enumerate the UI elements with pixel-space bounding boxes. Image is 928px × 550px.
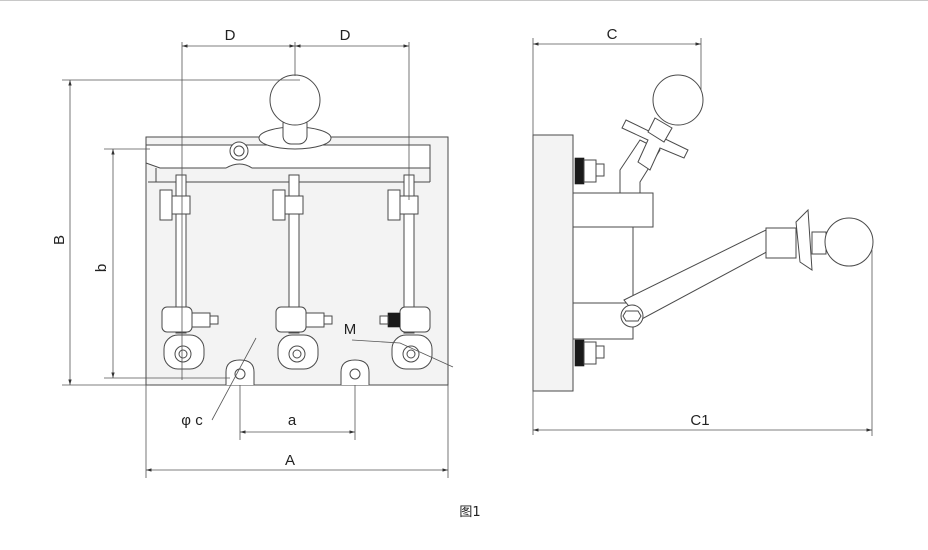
label-M: M bbox=[344, 321, 357, 338]
side-view bbox=[532, 74, 874, 392]
top-border bbox=[0, 0, 928, 1]
side-insulator bbox=[572, 192, 654, 228]
front-dimensions bbox=[62, 42, 449, 478]
label-C: C bbox=[607, 26, 618, 43]
mounting-lug-right bbox=[340, 359, 370, 385]
lower-handle-arm bbox=[623, 229, 775, 321]
label-phi-c: φ c bbox=[181, 412, 203, 429]
lower-handle-knob bbox=[824, 217, 874, 267]
pole-middle bbox=[272, 174, 333, 370]
pivot-lug bbox=[229, 141, 249, 161]
label-A: A bbox=[285, 452, 295, 469]
upper-handle-knob bbox=[652, 74, 704, 126]
front-view bbox=[145, 74, 454, 421]
label-a: a bbox=[288, 412, 297, 429]
mounting-lug-left bbox=[225, 359, 255, 385]
label-D-right: D bbox=[340, 27, 351, 44]
side-base-plate bbox=[532, 134, 574, 392]
label-C1: C1 bbox=[690, 412, 709, 429]
label-b: b bbox=[93, 264, 110, 272]
label-D-left: D bbox=[225, 27, 236, 44]
figure-caption: 图1 bbox=[459, 505, 480, 520]
side-dimensions bbox=[532, 38, 873, 436]
label-B: B bbox=[51, 235, 68, 245]
top-bar bbox=[145, 144, 431, 169]
pole-left bbox=[159, 174, 219, 370]
handle-knob bbox=[269, 74, 321, 126]
